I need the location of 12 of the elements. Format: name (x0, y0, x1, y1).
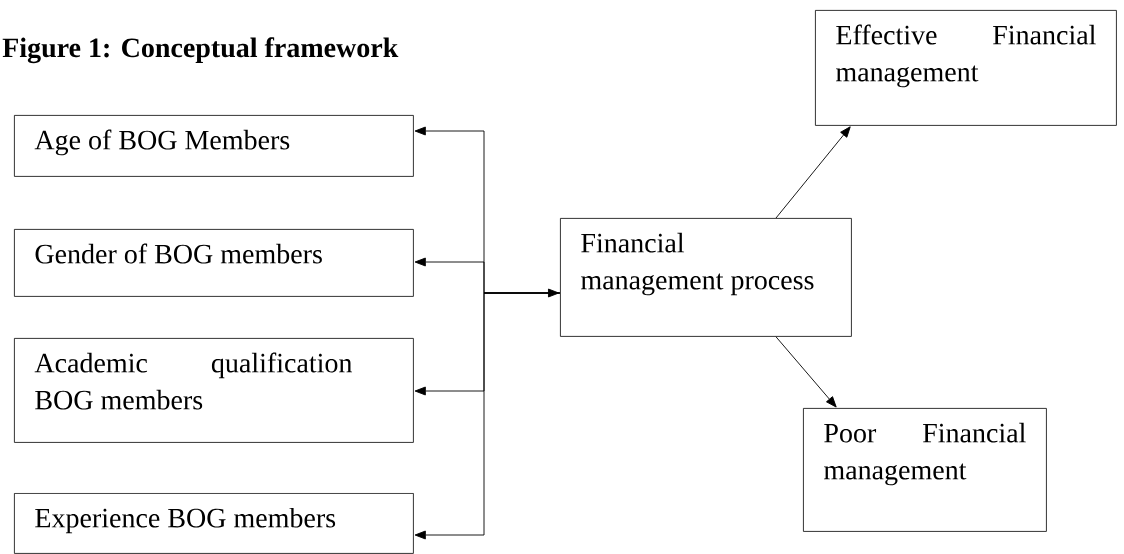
arrow (775, 126, 851, 219)
text-box: Age of BOG Members (14, 115, 414, 177)
figure-title: Figure 1: Conceptual framework (2, 37, 399, 64)
text-box: Effective Financial management (815, 10, 1117, 126)
text-box: Academic qualification BOG members (14, 338, 414, 443)
text-box: Gender of BOG members (14, 229, 414, 297)
text-box: Financial management process (560, 218, 852, 337)
arrow (775, 336, 837, 408)
text-box: Experience BOG members (14, 493, 414, 554)
arrow (483, 288, 560, 298)
arrow (414, 292, 561, 540)
text-box: Poor Financial management (803, 408, 1047, 532)
